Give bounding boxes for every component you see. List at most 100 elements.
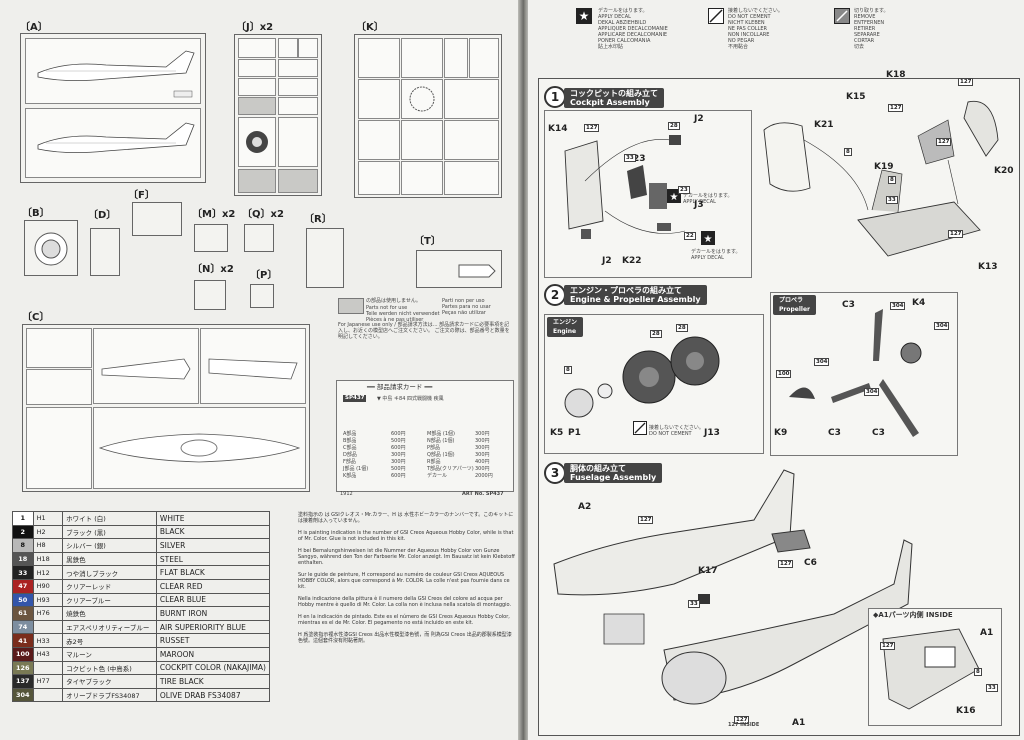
sprue-r <box>306 228 344 288</box>
paint-number: 18 <box>12 551 34 567</box>
sprue-m <box>194 224 228 252</box>
sprue-a-part-2 <box>25 108 201 178</box>
sprue-j-cell <box>278 117 318 167</box>
part-number: J3 <box>694 200 704 210</box>
a1-inside-inset: ◆A1パーツ内側 INSIDE <box>868 608 1002 726</box>
sprue-label-t: 〔T〕 <box>414 236 441 247</box>
paint-callout: 127 <box>958 78 974 86</box>
paint-hobby-code: H8 <box>32 538 64 553</box>
step3-title-jp: 胴体の組み立て <box>570 464 626 473</box>
part-number: K14 <box>548 124 568 134</box>
paint-name-en: RUSSET <box>155 633 271 648</box>
paint-name-jp: エアスペリオリティーブルー <box>62 619 157 635</box>
part-number: J13 <box>704 428 720 438</box>
price-label: P部品 <box>427 445 441 451</box>
no-cement-note: 接着しないでください。 DO NOT CEMENT <box>649 425 704 437</box>
canopy-drawing <box>458 264 496 278</box>
paint-callout: 33 <box>886 196 898 204</box>
paint-number: 100 <box>12 646 34 662</box>
part-number: J2 <box>602 256 612 266</box>
step2-title-en: Engine & Propeller Assembly <box>570 295 701 304</box>
price-value: 300円 <box>475 438 490 444</box>
sprue-k-cell <box>358 38 400 78</box>
price-value: 600円 <box>391 445 406 451</box>
paint-hobby-code: H1 <box>32 511 64 526</box>
paint-number: 2 <box>12 524 34 540</box>
paint-name-en: STEEL <box>155 551 271 567</box>
price-label: A部品 <box>343 431 357 437</box>
paint-name-en: MAROON <box>155 646 271 662</box>
part-number: A1 <box>980 628 994 638</box>
step1-decal-note-1: デカールをはります。 APPLY DECAL <box>683 193 733 205</box>
sprue-label-q: 〔Q〕x2 <box>242 209 284 220</box>
inside-label: 127 INSIDE <box>728 722 760 728</box>
star-decal-icon: ★ <box>701 231 715 245</box>
legend-no-cement: 接着しないでください。 DO NOT CEMENT NICHT KLEBEN N… <box>728 8 783 50</box>
fuselage-drawing <box>553 469 913 705</box>
price-label: R部品 <box>427 459 441 465</box>
part-number: K9 <box>774 428 788 438</box>
sprue-k-seat-cell <box>401 79 443 119</box>
svg-text:★: ★ <box>704 234 713 245</box>
paint-callout: 127 <box>734 716 750 724</box>
paint-number: 304 <box>12 687 34 703</box>
part-number: C3 <box>828 428 841 438</box>
page-gutter <box>518 0 530 740</box>
price-value: 300円 <box>475 452 490 458</box>
paint-number: 61 <box>12 606 34 621</box>
sprue-j-cell <box>278 38 298 58</box>
parts-order-instructions: For Japanese use only / 部品請求方法は… 部品請求カード… <box>338 322 510 340</box>
sprue-k-cell <box>401 120 443 160</box>
paint-name-en: TIRE BLACK <box>155 674 271 689</box>
step3-title-en: Fuselage Assembly <box>570 473 657 482</box>
price-value: 300円 <box>475 445 490 451</box>
right-page: ★ デカールをはります。 APPLY DECAL DEKAL ABZIEHBIL… <box>528 0 1024 740</box>
sprue-j-cell <box>278 59 318 77</box>
sprue-k-cell <box>469 38 499 78</box>
card-code: SP437 <box>343 395 367 402</box>
legend-remove: 切り取ります。 REMOVE ENTFERNEN RETIRER SEPARAR… <box>854 8 889 50</box>
part-number: C3 <box>872 428 885 438</box>
sprue-c-wing-left <box>93 328 199 404</box>
paint-number: 50 <box>12 592 34 608</box>
art-number: ART No. SP437 <box>462 491 504 497</box>
unused-parts-swatch <box>338 298 364 314</box>
sprue-d <box>90 228 120 276</box>
propeller-tag: プロペラ Propeller <box>773 295 816 315</box>
paint-callout: 33 <box>624 154 636 162</box>
paint-callout: 127 <box>948 230 964 238</box>
paint-number: 137 <box>12 674 34 689</box>
legend-text-en: Parts not for use Teile werden nicht ver… <box>366 305 440 323</box>
paint-name-jp: クリアーブルー <box>62 592 157 608</box>
step1-subframe: ★ デカールをはります。 APPLY DECAL ★ デカールをはります。 AP… <box>544 110 752 278</box>
price-value: 600円 <box>391 431 406 437</box>
paint-callout: 33 <box>688 600 700 608</box>
sprue-a-part-1 <box>25 38 201 104</box>
paint-callout: 22 <box>684 232 696 240</box>
price-label: D部品 <box>343 452 357 458</box>
sprue-label-f: 〔F〕 <box>128 190 155 201</box>
paint-name-en: FLAT BLACK <box>155 565 271 580</box>
sprue-c-cell <box>26 369 92 405</box>
paint-name-en: CLEAR RED <box>155 578 271 594</box>
paint-callout: 100 <box>776 370 792 378</box>
sprue-j-cell <box>238 59 276 77</box>
paint-name-en: COCKPIT COLOR (NAKAJIMA) <box>155 660 271 676</box>
sprue-p <box>250 284 274 308</box>
sprue-f <box>132 202 182 236</box>
sprue-k-cell <box>401 38 443 78</box>
sprue-t-clear <box>416 250 502 288</box>
part-number: K20 <box>994 166 1014 176</box>
sprue-c-cell <box>26 407 92 489</box>
wing-drawing <box>208 358 298 380</box>
sprue-j-cell <box>298 38 318 58</box>
price-label: M部品 (1個) <box>427 431 455 437</box>
sprue-label-k: 〔K〕 <box>356 22 384 33</box>
paint-hobby-code: H90 <box>32 578 64 594</box>
paint-callout: 304 <box>814 358 830 366</box>
